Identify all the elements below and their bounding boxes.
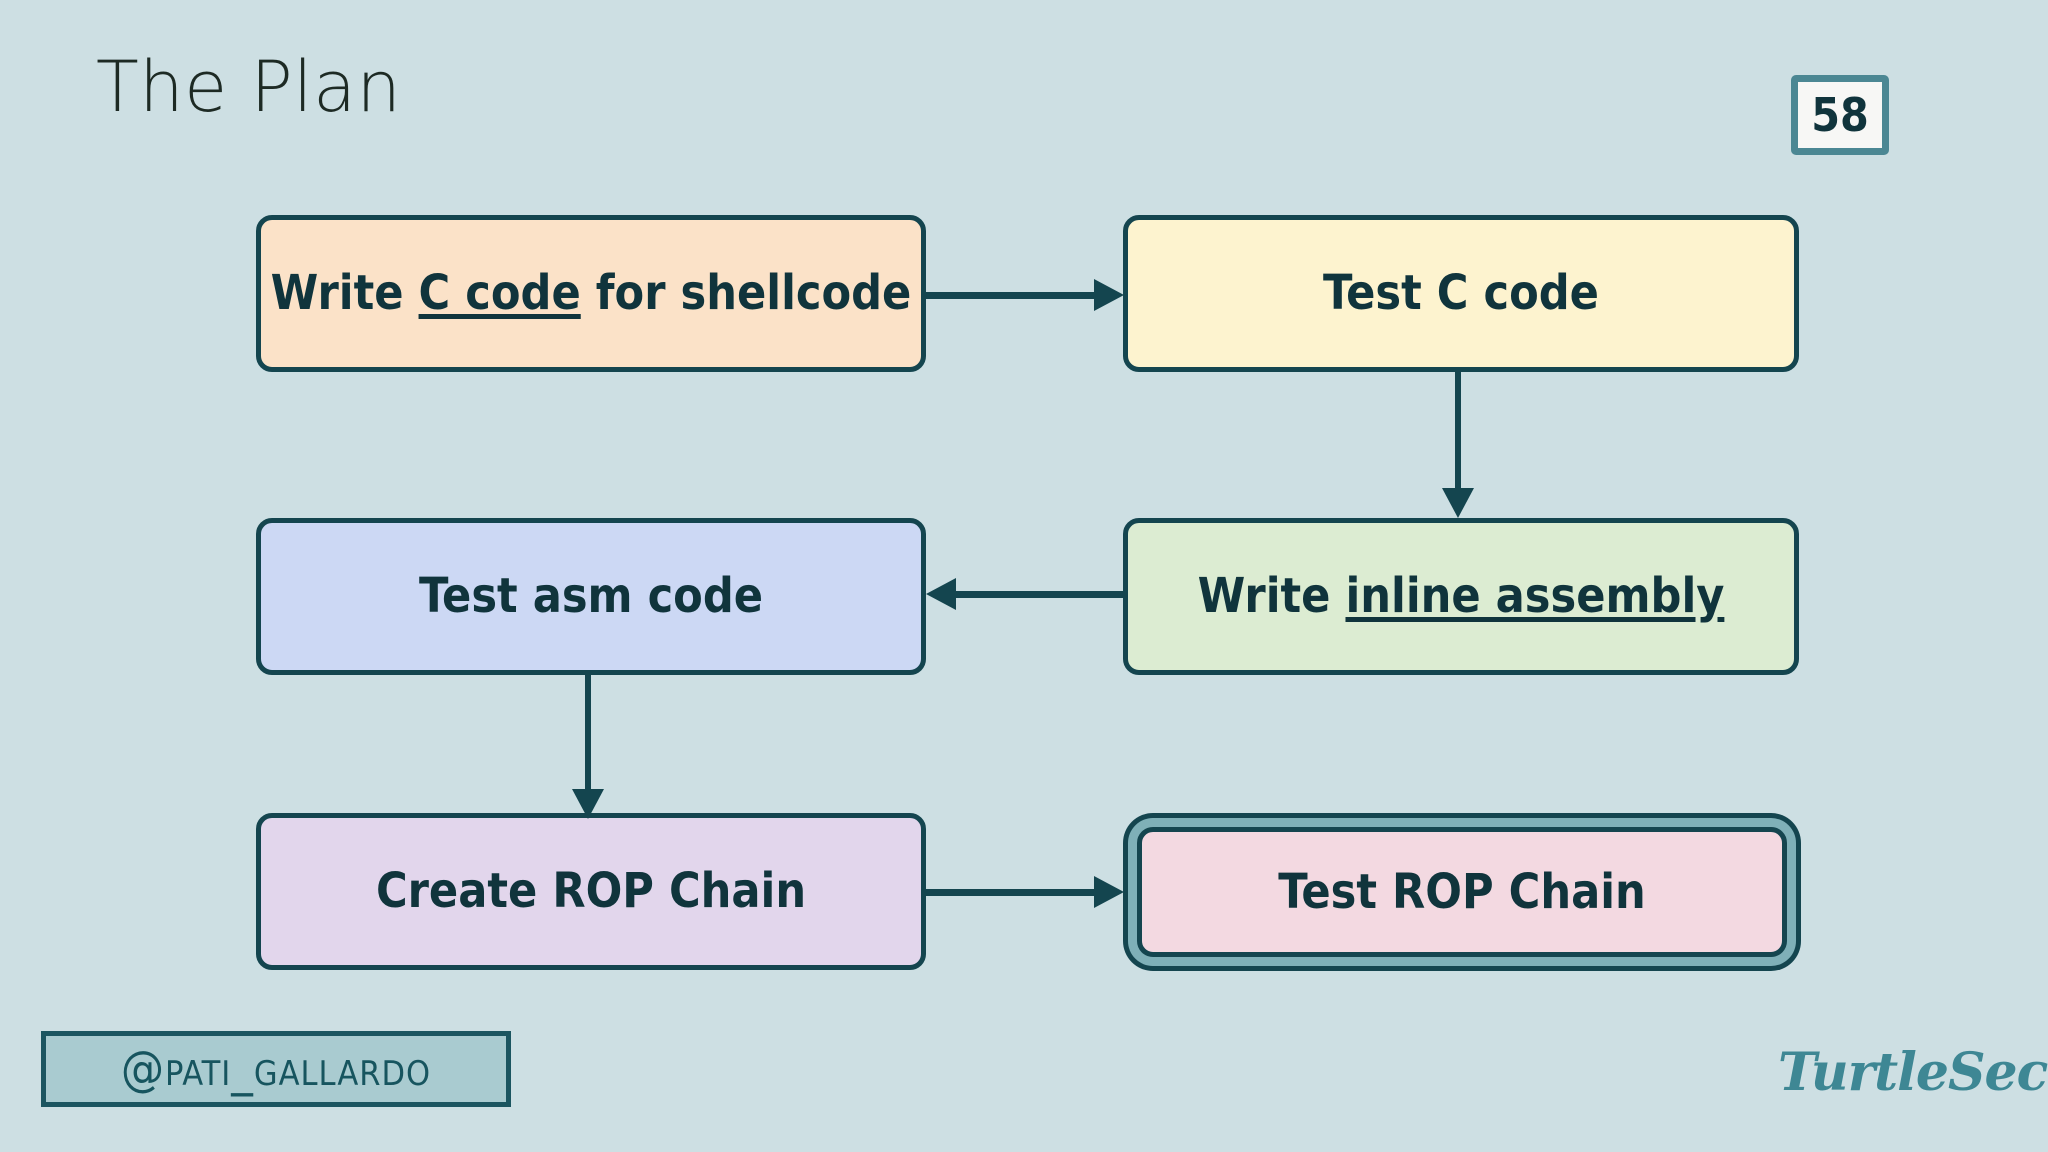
arrow-shaft xyxy=(585,675,591,793)
flow-node-label: Write inline assembly xyxy=(1198,571,1725,621)
turtlesec-logo-text: TurtleSec xyxy=(1778,1042,2048,1103)
flow-node-label: Write C code for shellcode xyxy=(271,268,912,318)
arrow-write-asm-to-test-asm xyxy=(926,578,1126,610)
flow-node-test-asm[interactable]: Test asm code xyxy=(256,518,926,675)
author-handle-text: @pati_gallardo xyxy=(120,1041,432,1097)
flow-node-write-asm[interactable]: Write inline assembly xyxy=(1123,518,1799,675)
turtlesec-logo: TurtleSec xyxy=(1778,1042,2048,1103)
flow-node-write-c[interactable]: Write C code for shellcode xyxy=(256,215,926,372)
arrow-shaft xyxy=(926,292,1098,299)
arrow-head-left-icon xyxy=(926,578,956,610)
flow-node-label: Test asm code xyxy=(418,568,764,625)
arrow-test-c-to-write-asm xyxy=(1442,372,1474,520)
flow-node-test-c[interactable]: Test C code xyxy=(1123,215,1799,372)
arrow-head-down-icon xyxy=(1442,488,1474,518)
label-part-emphasis: C code xyxy=(418,265,581,322)
arrow-test-asm-to-create-rop xyxy=(572,675,604,820)
flow-node-label: Create ROP Chain xyxy=(375,863,807,920)
label-part-after: for shellcode xyxy=(580,265,912,322)
flow-node-label: Test ROP Chain xyxy=(1278,863,1646,920)
flow-node-label: Test C code xyxy=(1323,265,1599,322)
arrow-shaft xyxy=(926,889,1098,896)
page-title: The Plan xyxy=(96,46,402,128)
slide-number-badge: 58 xyxy=(1791,75,1889,155)
label-part-emphasis: inline assembly xyxy=(1345,568,1725,625)
arrow-shaft xyxy=(1455,372,1461,492)
arrow-head-right-icon xyxy=(1094,279,1124,311)
arrow-shaft xyxy=(954,591,1126,598)
arrow-head-right-icon xyxy=(1094,876,1124,908)
label-part-before: Write xyxy=(1197,568,1346,625)
arrow-create-rop-to-test-rop xyxy=(926,876,1126,908)
author-handle-badge: @pati_gallardo xyxy=(41,1031,511,1107)
arrow-write-c-to-test-c xyxy=(926,279,1126,311)
slide-number-value: 58 xyxy=(1811,88,1869,142)
flow-node-create-rop[interactable]: Create ROP Chain xyxy=(256,813,926,970)
label-part-before: Write xyxy=(270,265,419,322)
flow-node-test-rop[interactable]: Test ROP Chain xyxy=(1137,827,1787,957)
arrow-head-down-icon xyxy=(572,789,604,819)
